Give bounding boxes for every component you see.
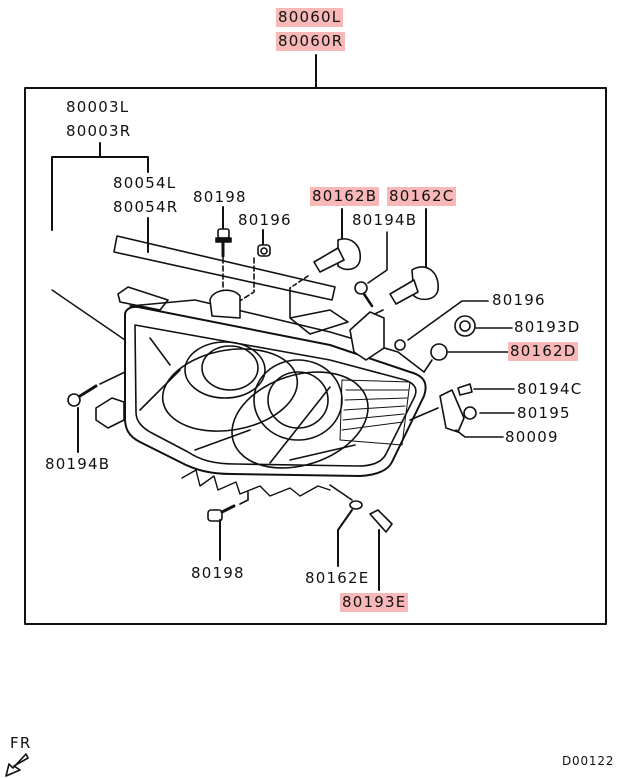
callout-80194b-top[interactable]: 80194B bbox=[352, 211, 418, 229]
callout-80194c[interactable]: 80194C bbox=[517, 380, 583, 398]
callout-80193e[interactable]: 80193E bbox=[340, 593, 409, 612]
callout-80060l[interactable]: 80060L bbox=[276, 8, 344, 27]
front-direction-label: FR bbox=[10, 734, 32, 752]
callout-80162d[interactable]: 80162D bbox=[508, 342, 579, 361]
bulb-e-part bbox=[329, 484, 363, 567]
screw-top-part bbox=[354, 231, 388, 308]
callout-80162b[interactable]: 80162B bbox=[310, 187, 380, 206]
bulb-c-part bbox=[361, 208, 439, 321]
callout-80194b-left[interactable]: 80194B bbox=[45, 455, 111, 473]
diagram-code: D00122 bbox=[562, 754, 615, 768]
bulb-b-part bbox=[289, 208, 361, 319]
callout-80198-top[interactable]: 80198 bbox=[193, 188, 247, 206]
callout-80162c[interactable]: 80162C bbox=[387, 187, 457, 206]
nut-top-part bbox=[237, 229, 271, 303]
callout-80003l[interactable]: 80003L bbox=[66, 98, 130, 116]
callout-80009[interactable]: 80009 bbox=[505, 428, 559, 446]
callout-80054r[interactable]: 80054R bbox=[113, 198, 179, 216]
bolt-bottom-part bbox=[207, 491, 249, 561]
right-leaders bbox=[394, 300, 515, 438]
callout-80195[interactable]: 80195 bbox=[517, 404, 571, 422]
leader-housing bbox=[51, 142, 149, 341]
screw-left-part bbox=[67, 371, 126, 453]
socket-e-part bbox=[369, 509, 393, 591]
callout-80003r[interactable]: 80003R bbox=[66, 122, 132, 140]
callout-80060r[interactable]: 80060R bbox=[276, 32, 346, 51]
front-direction-arrow-icon bbox=[5, 753, 29, 777]
callout-80162e[interactable]: 80162E bbox=[305, 569, 370, 587]
callout-80196-top[interactable]: 80196 bbox=[238, 211, 292, 229]
callout-80054l[interactable]: 80054L bbox=[113, 174, 177, 192]
callout-80198-bottom[interactable]: 80198 bbox=[191, 564, 245, 582]
callout-80196-right[interactable]: 80196 bbox=[492, 291, 546, 309]
trim-strip-part bbox=[113, 235, 336, 301]
callout-80193d[interactable]: 80193D bbox=[514, 318, 581, 336]
bolt-top-part bbox=[215, 206, 232, 301]
headlamp-housing-part bbox=[95, 286, 427, 497]
